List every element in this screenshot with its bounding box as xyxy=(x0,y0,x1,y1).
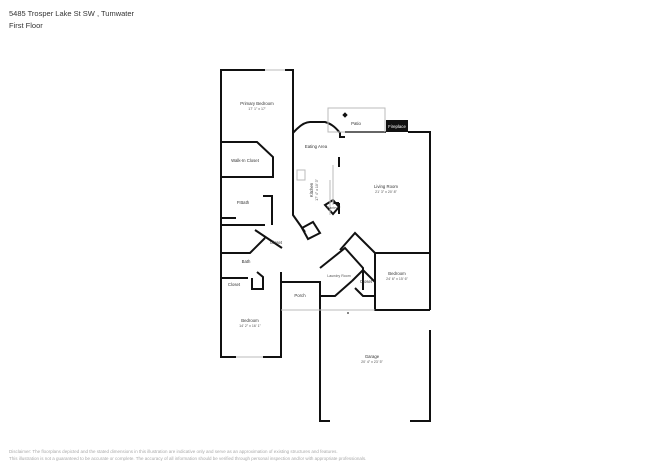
room-label: Pantry xyxy=(327,206,338,210)
room-label: Closet xyxy=(360,279,373,284)
room-label: Walk-In Closet xyxy=(231,158,260,163)
fireplace-label: Fireplace xyxy=(388,124,406,129)
thin-lines xyxy=(236,69,386,358)
floor-label: First Floor xyxy=(9,21,43,30)
room-dim: 17' 1" x 17' xyxy=(248,107,266,111)
room-label: Bath xyxy=(242,259,251,264)
room-label: Patio xyxy=(351,121,361,126)
address-title: 5485 Trosper Lake St SW , Tumwater xyxy=(9,9,135,18)
room-label: Porch xyxy=(294,293,306,298)
room-label: Closet xyxy=(228,282,241,287)
room-label: Bedroom xyxy=(241,318,259,323)
room-label: Closet xyxy=(270,240,283,245)
room-label: Living Room xyxy=(374,184,398,189)
room-label: Garage xyxy=(365,354,380,359)
room-label: Primary Bedroom xyxy=(240,101,274,106)
room-label: Laundry Room xyxy=(327,274,351,278)
entry-marker-icon xyxy=(342,112,349,314)
disclaimer-line: This illustration is not a guaranteed to… xyxy=(9,456,367,461)
room-label: Bedroom xyxy=(388,271,406,276)
room-label: Kitchen xyxy=(309,182,314,197)
room-dim: 20' 4" x 23' 5" xyxy=(361,360,383,364)
disclaimer-line: Disclaimer: The floorplans depicted and … xyxy=(9,449,338,454)
room-dim: 17' 4" x 10' 3" xyxy=(315,178,319,200)
room-dim: 24' 6" x 15' 6" xyxy=(386,277,408,281)
fireplace xyxy=(386,120,408,132)
room-label: P.Bath xyxy=(237,200,250,205)
room-dim: 14' 2" x 16' 1" xyxy=(239,324,261,328)
room-label: Eating Area xyxy=(305,144,328,149)
room-dim: 21' 3" x 20' 8" xyxy=(375,190,397,194)
